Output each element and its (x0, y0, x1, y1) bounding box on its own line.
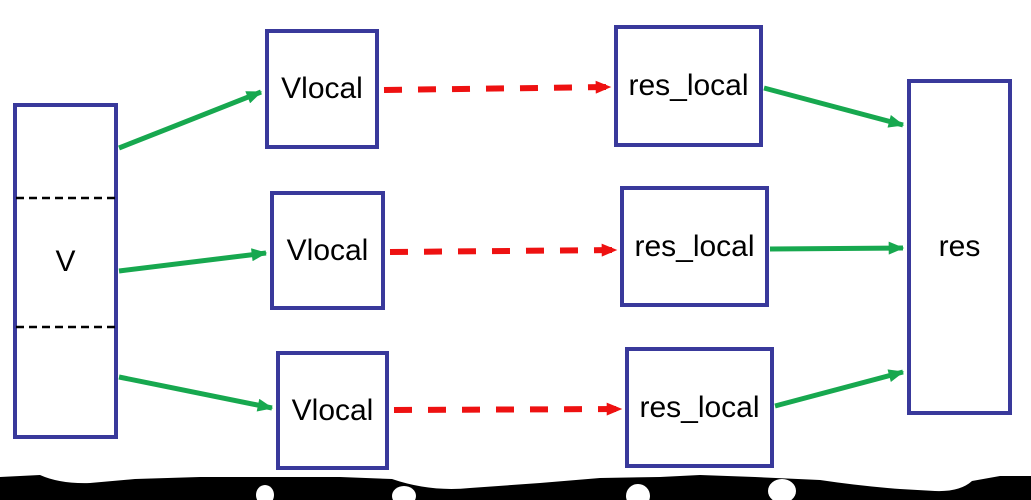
edge-reslocal-2-to-res (769, 241, 905, 255)
node-reslocal-3: res_local (625, 347, 774, 468)
node-vlocal-1: Vlocal (265, 29, 379, 149)
node-vlocal-3-label: Vlocal (291, 393, 374, 427)
edge-reslocal-3-to-res (774, 369, 905, 409)
edge-v-to-vlocal-2 (118, 248, 268, 274)
torn-edge-artifact (0, 475, 1031, 500)
node-reslocal-3-label: res_local (639, 390, 760, 424)
node-reslocal-1: res_local (614, 25, 763, 147)
node-v-label: V (55, 245, 76, 278)
node-reslocal-2: res_local (620, 186, 769, 307)
edge-reslocal-1-to-res (763, 85, 905, 128)
edge-vlocal-1-to-reslocal-1 (383, 80, 612, 94)
node-vlocal-2-label: Vlocal (286, 233, 369, 267)
node-reslocal-2-label: res_local (634, 229, 755, 263)
torn-edge-hole (768, 479, 796, 500)
node-vlocal-1-label: Vlocal (281, 72, 363, 105)
node-v: V (13, 103, 118, 439)
edge-vlocal-3-to-reslocal-3 (393, 402, 623, 416)
node-vlocal-2: Vlocal (270, 191, 385, 310)
torn-edge-hole (626, 484, 650, 500)
edge-v-to-vlocal-3 (118, 374, 274, 412)
node-reslocal-1-label: res_local (628, 69, 749, 102)
edge-vlocal-2-to-reslocal-2 (389, 243, 618, 257)
node-res-label: res (938, 230, 981, 263)
node-vlocal-3: Vlocal (276, 351, 389, 470)
torn-edge-hole (256, 485, 274, 500)
node-res: res (907, 79, 1012, 415)
torn-edge-hole (392, 486, 416, 500)
edge-v-to-vlocal-1 (118, 89, 263, 151)
